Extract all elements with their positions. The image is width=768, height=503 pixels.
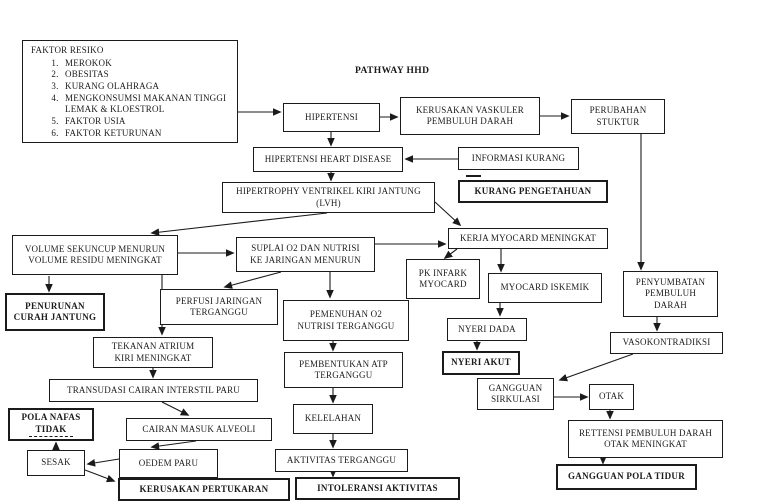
risk-factor-item: MEROKOK [61,58,231,70]
node-kerusakan-vaskuler: KERUSAKAN VASKULER PEMBULUH DARAH [400,97,540,135]
risk-factor-box: FAKTOR RESIKO MEROKOK OBESITAS KURANG OL… [22,40,238,143]
node-vasokontradiksi: VASOKONTRADIKSI [610,332,723,354]
node-kerja-myocard: KERJA MYOCARD MENINGKAT [448,228,608,249]
node-kelelahan: KELELAHAN [293,404,373,434]
separator-dash [466,175,481,177]
node-myocard-iskemik: MYOCARD ISKEMIK [488,273,602,303]
node-informasi-kurang: INFORMASI KURANG [458,147,579,170]
risk-factor-list: MEROKOK OBESITAS KURANG OLAHRAGA MENGKON… [31,58,231,140]
page-title: PATHWAY HHD [355,66,430,76]
node-pembentukan-atp: PEMBENTUKAN ATP TERGANGGU [284,352,403,388]
node-rettensi: RETTENSI PEMBULUH DARAH OTAK MENINGKAT [568,420,723,458]
node-hipertensi-heart-disease: HIPERTENSI HEART DISEASE [253,147,403,172]
node-suplai-o2: SUPLAI O2 DAN NUTRISI KE JARINGAN MENURU… [236,237,375,272]
risk-factor-item: OBESITAS [61,69,231,81]
risk-factor-item: MENGKONSUMSI MAKANAN TINGGI LEMAK & KLOE… [61,93,231,116]
node-oedem-paru: OEDEM PARU [119,449,218,478]
node-aktivitas-terganggu: AKTIVITAS TERGANGGU [275,449,408,472]
risk-factor-item: FAKTOR USIA [61,116,231,128]
node-volume-sekuncup: VOLUME SEKUNCUP MENURUN VOLUME RESIDU ME… [12,235,178,275]
node-sesak: SESAK [27,450,85,476]
node-nyeri-dada: NYERI DADA [447,318,527,341]
node-penurunan-curah: PENURUNAN CURAH JANTUNG [5,293,105,331]
node-gangguan-pola-tidur: GANGGUAN POLA TIDUR [556,464,697,490]
node-tekanan-atrium: TEKANAN ATRIUM KIRI MENINGKAT [93,337,213,368]
node-perubahan-stuktur: PERUBAHAN STUKTUR [571,99,665,134]
node-pk-infark: PK INFARK MYOCARD [406,259,480,299]
node-pemenuhan-o2: PEMENUHAN O2 NUTRISI TERGANGGU [283,300,409,341]
node-transudasi: TRANSUDASI CAIRAN INTERSTIL PARU [49,379,258,402]
risk-factor-item: FAKTOR KETURUNAN [61,128,231,140]
risk-factor-item: KURANG OLAHRAGA [61,81,231,93]
node-otak: OTAK [589,384,634,410]
risk-factor-heading: FAKTOR RESIKO [31,45,104,55]
node-pola-nafas-label: POLA NAFAS TIDAK [21,412,81,434]
node-lvh: HIPERTROPHY VENTRIKEL KIRI JANTUNG (LVH) [222,182,435,213]
underline-dashes [29,435,73,437]
node-intoleransi-aktivitas: INTOLERANSI AKTIVITAS [295,477,460,500]
node-penyumbatan: PENYUMBATAN PEMBULUH DARAH [623,271,718,317]
node-perfusi-jaringan: PERFUSI JARINGAN TERGANGGU [160,289,278,325]
node-gangguan-sirkulasi: GANGGUAN SIRKULASI [477,378,554,410]
node-hipertensi: HIPERTENSI [283,103,380,132]
node-kerusakan-pertukaran: KERUSAKAN PERTUKARAN [118,478,290,501]
node-pola-nafas: POLA NAFAS TIDAK [8,408,94,441]
node-nyeri-akut: NYERI AKUT [442,351,520,375]
node-kurang-pengetahuan: KURANG PENGETAHUAN [458,180,608,203]
node-cairan-masuk: CAIRAN MASUK ALVEOLI [126,418,272,441]
